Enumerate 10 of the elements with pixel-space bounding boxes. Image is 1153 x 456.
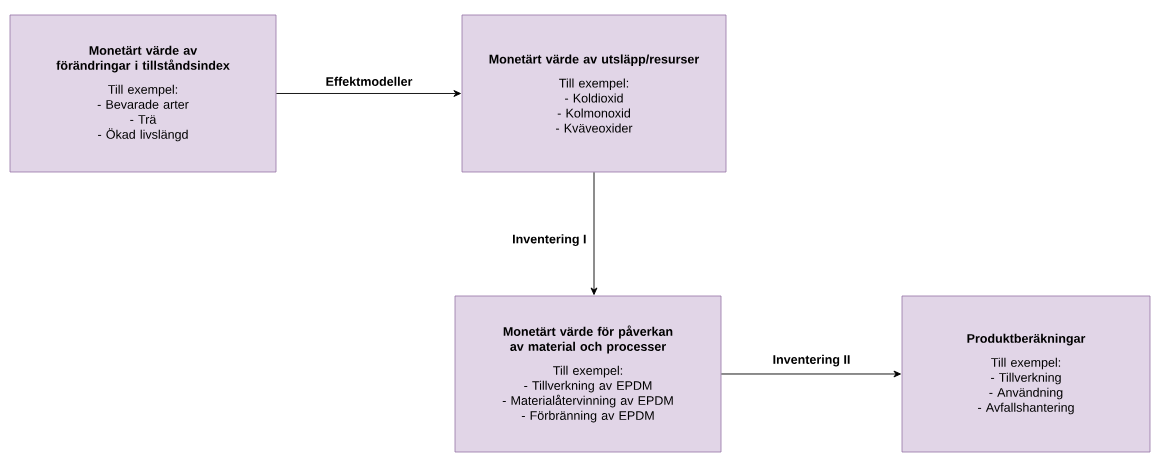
- arrow: [590, 171, 598, 295]
- arrow: [275, 90, 461, 97]
- edge-label: Inventering I: [513, 234, 586, 246]
- process-box: Monetärt värde av utsläpp/resurser Till exempel: - Koldioxid - Kolmonoxid - Kväveoxider: [461, 14, 727, 173]
- process-box: Produktberäkningar Till exempel: - Tillverkning - Användning - Avfallshantering: [901, 295, 1151, 453]
- process-box: Monetärt värde för påverkan av material och processer Till exempel: - Tillverkning av EPDM - Materialåtervinning av EPDM - Förbränning av EPDM: [454, 295, 722, 453]
- edge-label: Inventering II: [773, 354, 850, 367]
- edge-label: Effektmodeller: [326, 76, 413, 86]
- process-box: Monetärt värde av förändringar i tillståndsindex Till exempel: - Bevarade arter - Trä - Ökad livslängd: [9, 14, 277, 173]
- arrow: [720, 370, 901, 378]
